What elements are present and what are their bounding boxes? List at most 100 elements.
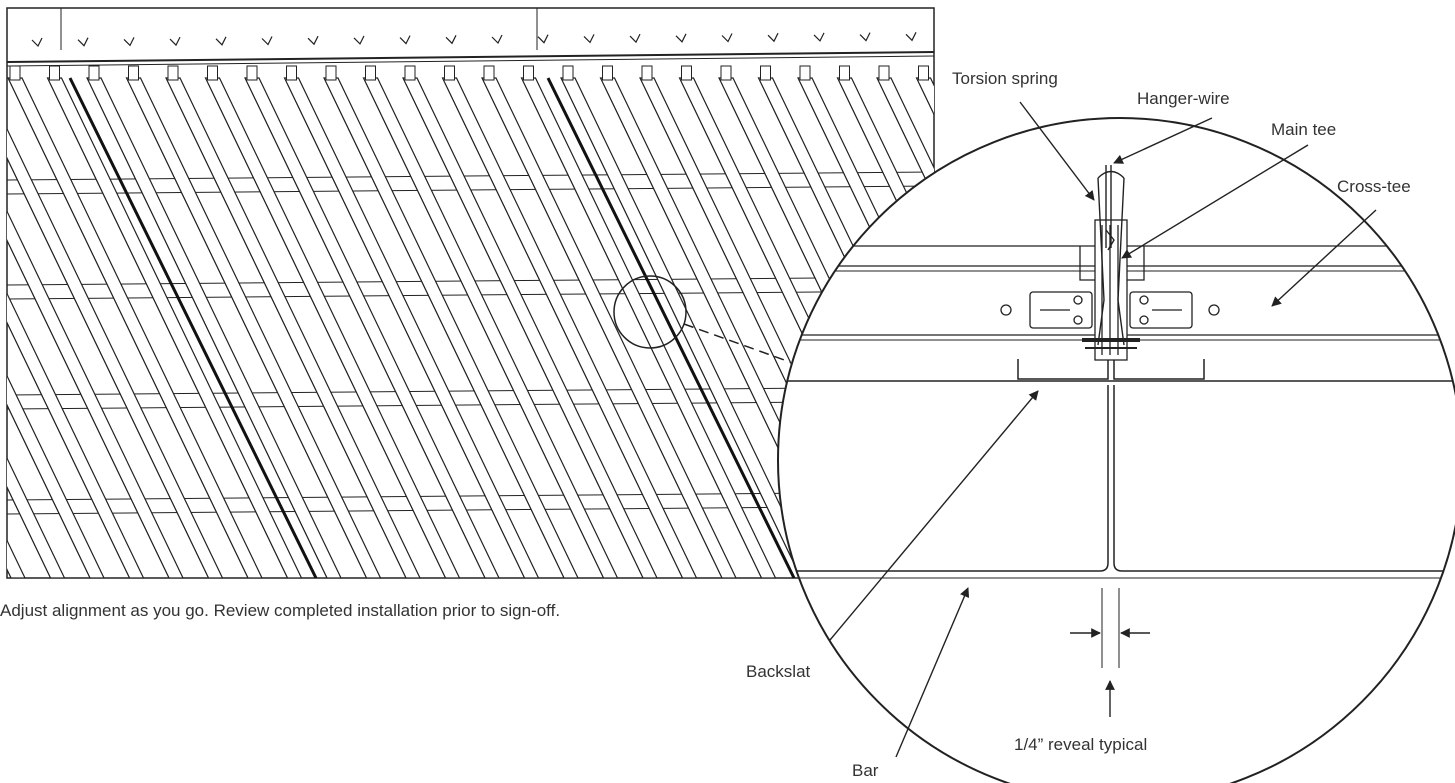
slat-edge — [879, 83, 934, 198]
slat-edge — [287, 83, 526, 578]
hanger-wire-hook — [583, 34, 595, 44]
slat-clip — [720, 65, 732, 81]
slats — [7, 65, 934, 578]
slat — [125, 65, 382, 578]
slat — [7, 127, 224, 578]
slat-edge — [326, 83, 565, 578]
slat — [481, 65, 737, 578]
slat-edge — [445, 83, 684, 578]
label-torsion-spring: Torsion spring — [952, 69, 1058, 88]
slat-clip — [49, 65, 60, 81]
slat-edge — [7, 403, 91, 578]
ceiling-panel — [6, 7, 935, 579]
leader-bar — [895, 587, 970, 758]
slat-edge — [563, 83, 802, 578]
slat-edge — [840, 83, 934, 280]
slat — [244, 65, 500, 578]
hanger-wire-hook — [675, 33, 687, 43]
label-backslat: Backslat — [746, 662, 811, 681]
slat-clip — [88, 65, 100, 81]
slat-clip — [878, 65, 890, 81]
hanger-wire-hook — [399, 35, 411, 45]
detail-leader — [683, 323, 791, 363]
slat-clip — [681, 65, 692, 81]
hanger-wire-hook — [629, 33, 641, 44]
hanger-wire-hook — [215, 36, 227, 46]
slat — [441, 65, 698, 578]
installation-caption: Adjust alignment as you go. Review compl… — [0, 601, 561, 620]
detail-circle-border — [777, 117, 1455, 783]
slat-clip — [799, 65, 811, 81]
slat-edge — [208, 83, 447, 578]
slat — [7, 374, 105, 578]
leader-hanger-wire — [1113, 117, 1213, 164]
leader-torsion-spring — [1019, 101, 1095, 201]
hanger-wire-hook — [123, 37, 135, 47]
leader-backslat — [829, 390, 1039, 641]
slat — [362, 65, 619, 578]
leader-cross-tee — [1271, 209, 1377, 307]
label-hanger-wire: Hanger-wire — [1137, 89, 1230, 108]
hanger-wires — [31, 32, 917, 48]
callout-labels: Torsion spring Hanger-wire Main tee Cros… — [746, 69, 1411, 780]
slat-clip — [641, 65, 653, 81]
slat — [7, 292, 145, 578]
hanger-wire-hook — [813, 32, 825, 42]
slat-clip — [128, 65, 139, 81]
slat-edge — [89, 83, 328, 578]
hanger-wire-hook — [767, 32, 779, 43]
detail-circle — [777, 117, 1455, 783]
slat-clip — [444, 65, 455, 81]
slat — [915, 65, 934, 116]
slat-clip — [365, 65, 376, 81]
slat — [204, 65, 461, 578]
highlighted-slat — [68, 77, 318, 578]
hanger-wire-hook — [77, 37, 89, 47]
cross-tee-band — [7, 400, 934, 410]
slat-clip — [286, 65, 297, 81]
slat-edge — [129, 83, 368, 578]
slat-edge — [7, 486, 52, 578]
hanger-wire-hook — [169, 36, 181, 47]
hanger-wire-hook — [491, 34, 503, 45]
label-main-tee: Main tee — [1271, 120, 1336, 139]
slat — [7, 539, 26, 578]
highlighted-slat — [546, 77, 796, 578]
slat-clip — [404, 65, 416, 81]
slat-clip — [9, 65, 21, 81]
slat-face — [7, 456, 66, 578]
slat-edge — [247, 83, 486, 578]
slat — [7, 65, 263, 578]
hanger-wire — [1105, 165, 1115, 251]
slat-edge — [366, 83, 605, 578]
slat-clip — [483, 65, 495, 81]
slat — [86, 65, 342, 578]
hanger-wire-hook — [261, 36, 273, 46]
slat-clip — [562, 65, 574, 81]
label-reveal: 1/4” reveal typical — [1014, 735, 1147, 754]
slat — [7, 209, 184, 578]
hanger-wire-hook — [721, 33, 733, 43]
hanger-wire-hook — [537, 34, 549, 44]
slat-clip — [918, 65, 929, 81]
slat-clip — [325, 65, 337, 81]
slat-edge — [405, 83, 644, 578]
detail-magnifier — [613, 275, 687, 349]
slat-clip — [246, 65, 258, 81]
reveal-gap-extension — [1101, 588, 1120, 668]
cross-tee-band — [7, 171, 934, 181]
slat-clip — [760, 65, 771, 81]
slat — [46, 65, 303, 578]
slat-edge — [7, 239, 170, 578]
label-cross-tee: Cross-tee — [1337, 177, 1411, 196]
slat-clip — [839, 65, 850, 81]
slat — [560, 65, 816, 578]
slat-edge — [168, 83, 407, 578]
slat-edge — [7, 157, 210, 578]
connector-clip-left — [1000, 291, 1093, 329]
hanger-wire-hook — [445, 35, 457, 45]
main-tee-rail — [7, 51, 934, 67]
slat — [402, 65, 658, 578]
slat-clip — [207, 65, 218, 81]
